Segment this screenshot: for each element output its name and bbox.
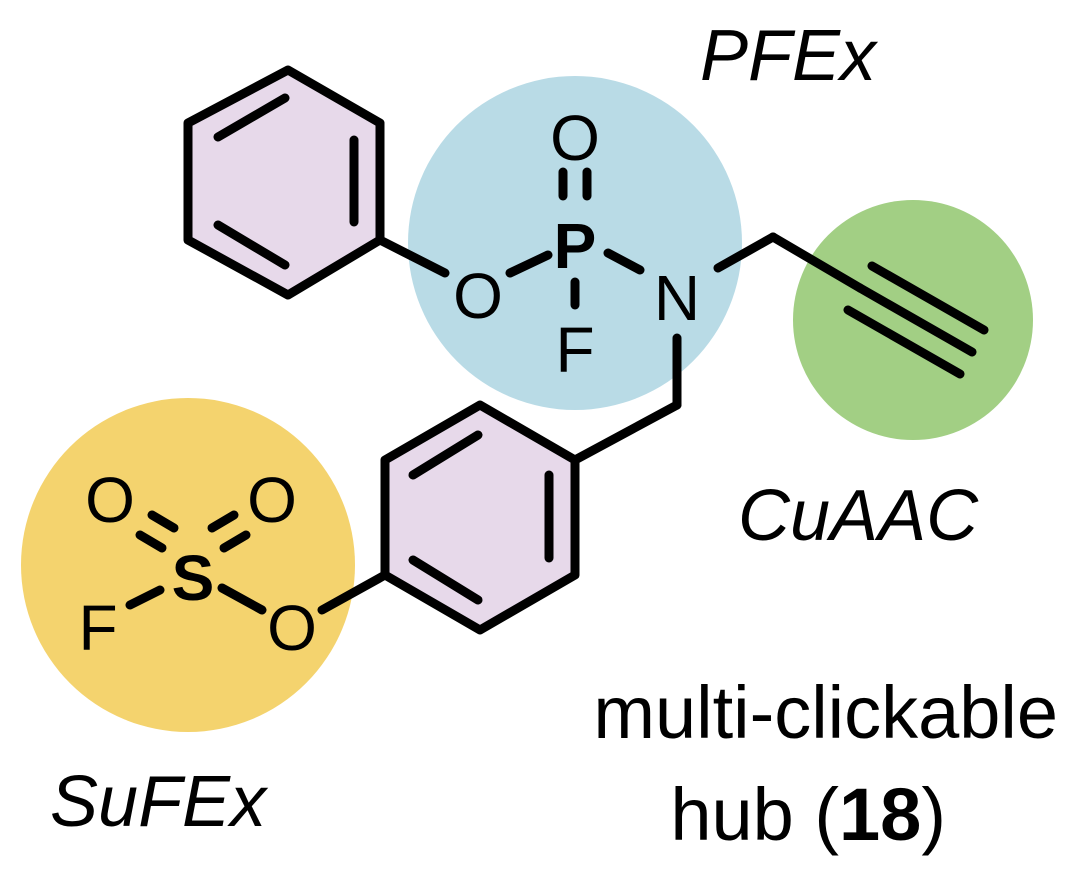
alkyne-bond-1 <box>843 305 965 379</box>
n-propargyl-bond <box>713 232 778 273</box>
sulfonyl-oxygen-left-atom: O <box>85 464 135 536</box>
sufex-label: SuFEx <box>50 762 269 842</box>
benzyl-ch2-bond <box>570 400 682 465</box>
s-o-left-double-bond-1 <box>135 530 167 553</box>
s-o-left-double-bond-2 <box>147 510 179 533</box>
caption-line-1: multi-clickable <box>593 671 1058 754</box>
caption-line-2-suffix: ) <box>921 773 946 856</box>
nitrogen-atom: N <box>654 262 700 334</box>
alkyne-bond-3 <box>867 261 989 335</box>
caption-line-2-prefix: hub ( <box>670 773 839 856</box>
phosphorus-fluorine-atom: F <box>555 314 594 386</box>
bottom-phenyl-ring <box>380 400 580 635</box>
caption-line-2: hub (18) <box>670 773 946 856</box>
compound-number: 18 <box>839 773 921 856</box>
propargyl-ch2-bond <box>768 232 865 293</box>
sulfonate-ether-oxygen-atom: O <box>267 592 317 664</box>
aryl-sulfonate-oxygen-bond <box>317 570 390 615</box>
pfex-label: PFEx <box>700 16 879 96</box>
s-f-bond <box>125 585 165 610</box>
phosphoryl-oxygen-atom: O <box>550 102 600 174</box>
phosphate-ether-oxygen-atom: O <box>453 260 503 332</box>
sulfur-atom: S <box>172 542 215 614</box>
bottom-phenyl-inner-bond-1 <box>408 430 483 480</box>
phosphorus-atom: P <box>554 210 597 282</box>
aryl-ether-bond <box>375 235 450 278</box>
bottom-phenyl-inner-bond-3 <box>408 555 483 605</box>
top-phenyl-inner-bond-3 <box>213 220 290 270</box>
top-phenyl-inner-bond-1 <box>213 93 290 142</box>
s-o-right-double-bond-1 <box>207 510 239 533</box>
s-o-right-double-bond-2 <box>219 530 251 553</box>
top-phenyl-ring <box>183 65 385 300</box>
sulfonate-oxygen-sulfur-bond <box>217 583 267 615</box>
sufex-region <box>21 398 355 732</box>
p-n-bond <box>603 248 645 275</box>
sulfonyl-oxygen-right-atom: O <box>247 464 297 536</box>
cuaac-label: CuAAC <box>738 476 979 556</box>
sulfonyl-fluorine-atom: F <box>78 592 117 664</box>
pfex-region <box>408 76 742 410</box>
alkyne-bond-2 <box>855 283 977 357</box>
ether-phosphorus-bond <box>505 250 553 278</box>
